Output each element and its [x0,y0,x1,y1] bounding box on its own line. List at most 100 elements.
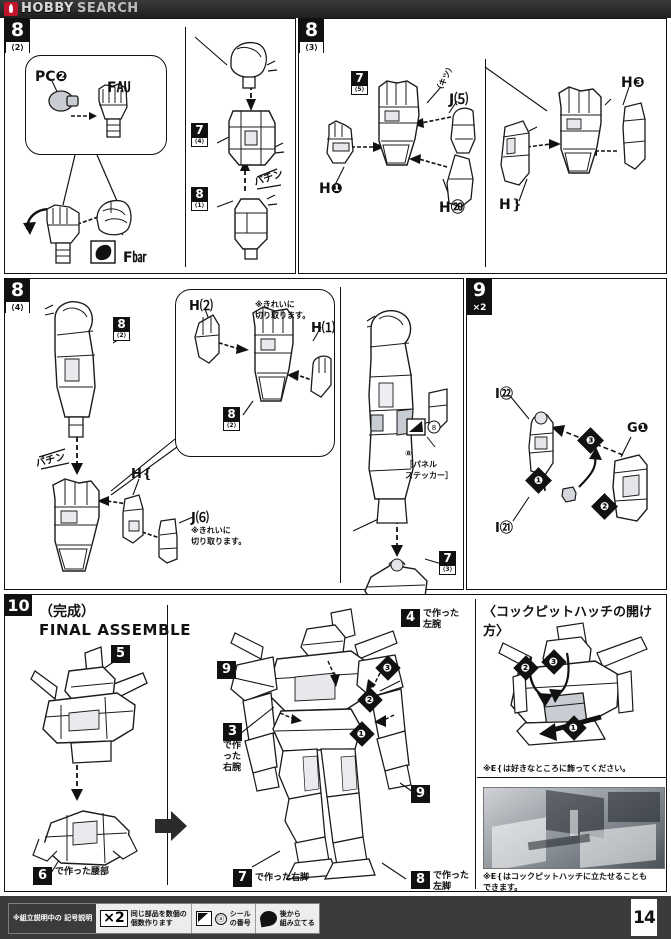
cockpit-photo-inset [483,787,665,869]
final-assemble-title-jp: （完成） [39,604,95,620]
part-f32-hand-art [93,81,133,145]
inner-badge-8-1: 8 ⟨1⟩ [191,187,208,211]
head-sphere-art [223,39,277,89]
callout-hand-assembly-art [243,305,299,425]
final-assemble-title-en: FINAL ASSEMBLE [39,621,192,639]
part-i21-art [559,485,579,505]
callout-hand-shape [252,306,294,402]
part-f33-art [91,197,137,243]
step-badge-9-top: 9 [217,661,236,679]
cockpit-note-1: ※E❴は好きなところに飾ってください。 [483,764,631,773]
inner-badge-7-4: 7 ⟨4⟩ [191,123,208,147]
step-badge-5: 5 [111,645,130,663]
label-h15: H⑴ [311,321,335,336]
panel-step-8-4: 8 ⟨2⟩ 8 ⟨2⟩ 7 ⟨3⟩ パチン H⑵ H⑴ H❴ J⑹ ※きれいに … [4,278,464,606]
full-robot-shape [230,608,412,880]
order-mark-3-text: ❸ [585,433,596,447]
badge-7-right-leg: 7 で作った右脚 [233,869,309,887]
x2-multiplier-icon: ×2 [100,910,128,927]
badge-3-right-arm: 3 で作った 右腕 [223,723,242,773]
panel-step-8-3: 7 ⟨5⟩ H❶ J⑸ H⑳ H❵ H❸ （キツ） [298,18,667,274]
after-assemble-icon [258,909,278,928]
step-badge-3-num: 3 [224,724,241,740]
part-h9-art [617,101,649,175]
step-badge-8-4-sub: ⟨4⟩ [6,301,29,313]
h5-shape [122,494,144,544]
part-g1-art [609,451,653,527]
assembled-hand-shape [46,204,80,264]
badge-9-top: 9 [217,661,236,679]
hobby-search-watermark: HOBBY SEARCH [4,1,139,16]
step-badge-8-2-sub: ⟨2⟩ [6,41,29,53]
part-h15-art [305,353,335,403]
step-badge-8-num: 8 [412,872,429,888]
step-badge-10: 10 [5,595,32,616]
lower-arm-shape [234,198,268,260]
legend-item-multiplier: ×2 同じ部品を数個の 個数作ります [96,904,192,933]
step-badge-9-sub: ×2 [468,301,491,315]
step-badge-7-5: 7 ⟨5⟩ [351,71,368,95]
step-badge-6: 6 [33,867,52,885]
label-h9: H❸ [621,75,645,91]
step-badge-8-3-num: 8 [300,20,323,41]
badge-9-bottom: 9 [411,785,430,803]
round-joint-shape [230,41,267,89]
hand-assembly-left-art [369,79,425,189]
step-badge-8-1-sub: ⟨1⟩ [192,201,207,210]
step-badge-7-5-sub: ⟨5⟩ [352,85,367,94]
note-cut-clean-j20: ※きれいに 切り取ります。 [191,526,247,546]
f32-hand-shape [98,83,128,138]
inner-badge-7-5: 7 ⟨5⟩ [351,71,368,95]
step-badge-7-num: 7 [234,870,251,886]
center-order-mark-2-text: ❷ [365,693,375,707]
process-arrow-icon [153,809,189,843]
badge-7-label: で作った右脚 [255,872,310,883]
badge-5-left: 5 [111,645,130,663]
panel-divider [185,27,187,267]
watermark-bar: HOBBY SEARCH [0,0,671,18]
svg-text:8: 8 [432,424,436,432]
forearm-shell-art [221,107,283,169]
order-mark-1-text: ❶ [533,473,544,487]
page-frame: PC❷ F㍳ F㍴ パチン 7 ⟨4⟩ 8 ⟨1⟩ 8 ⟨2⟩ [4,18,667,892]
cockpit-note-2: ※E❴はコックピットハッチに立たせることも できます。 [483,872,647,892]
label-i21: I㉑ [495,521,513,536]
label-snap-pachin-8-4: パチン [34,451,67,470]
cockpit-hatch-title: 〈コックピットハッチの開け方〉 [483,605,653,639]
panel-step-9: I㉒ I㉑ G❶ ❶ ❷ ❸ [466,278,667,590]
step-badge-8-2-inner-num: 8 [114,318,129,331]
step-badge-9: 9 ×2 [467,279,492,315]
label-g1: G❶ [627,421,649,436]
sticker-mark-icon: ⓐ [214,912,227,925]
black-right-arrow-shape [155,811,187,841]
upper-arm-assembly-art [41,295,105,443]
step-badge-7-3-sub: ⟨3⟩ [440,565,455,574]
panel-step-10-final-assemble: （完成） FINAL ASSEMBLE [4,594,667,892]
step-badge-8-2-inner-sub: ⟨2⟩ [114,331,129,340]
head-chest-shape [30,646,148,764]
step-badge-4: 4 [401,609,420,627]
legend-header: ※組立説明中の 記号説明 [9,904,97,933]
badge-4-label: で作った 左腕 [423,609,460,630]
h9-shape [622,102,646,170]
part-j19-art [447,105,479,161]
part-h5-art [117,491,147,547]
badge-6-left: 6 で作った腰部 [33,867,109,885]
body-assembly-art [355,299,425,529]
after-assemble-marker-icon [90,240,116,264]
callout-box-pc2 [25,55,167,155]
step-badge-9-bottom: 9 [411,785,430,803]
sticker-part-shape [428,388,448,432]
i21-shape [561,486,577,503]
h7-hand-shape [326,120,354,164]
body-shape [368,310,414,524]
label-f33: F㍴ [123,250,147,266]
page-number: 14 [631,899,657,936]
inner-badge-8-2-left: 8 ⟨2⟩ [113,317,130,341]
step-badge-9-top-num: 9 [218,662,235,678]
legend-item-sticker: ⓐ シール の番号 [192,904,256,933]
j20-shape [158,518,178,564]
panel-sticker-part-art [425,387,451,437]
step-badge-7-3-num: 7 [440,552,455,565]
